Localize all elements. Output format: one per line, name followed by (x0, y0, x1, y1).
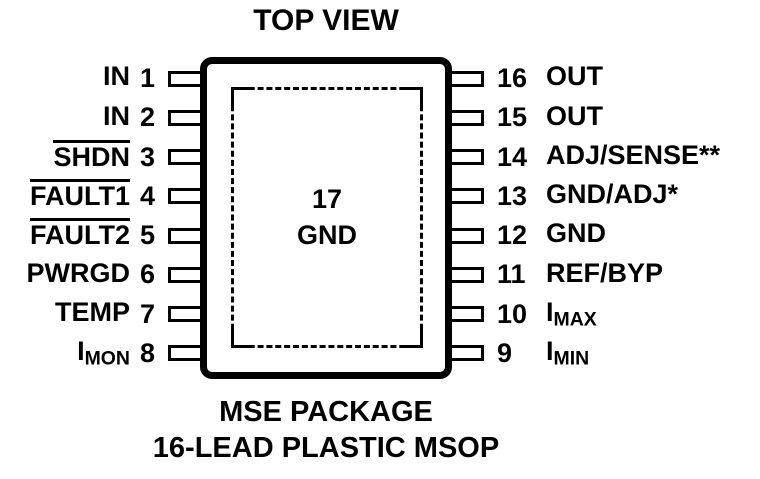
pin-number: 3 (139, 141, 155, 172)
pin-label: OUT (546, 61, 603, 92)
pin-number: 5 (139, 220, 155, 251)
pin-row: 12 GND (448, 216, 760, 255)
right-pin-column: 16 OUT 15 OUT 14 ADJ/SENSE** 13 GND/ADJ*… (448, 59, 760, 373)
pin-label: ADJ/SENSE** (546, 139, 721, 170)
pin-row: 14 ADJ/SENSE** (448, 138, 760, 177)
pin-row: TEMP 7 (0, 295, 204, 334)
pin-stub (168, 306, 204, 323)
pin-stub (168, 70, 204, 87)
pin-stub (448, 227, 484, 244)
pin-stub (168, 109, 204, 126)
pin-label: IN (102, 61, 130, 92)
pin-row: 9 IMIN (448, 334, 760, 373)
pin-label: REF/BYP (546, 257, 664, 288)
pin-number: 1 (139, 63, 155, 94)
pin-stub (168, 266, 204, 283)
pin-stub (168, 149, 204, 166)
pin-row: IN 1 (0, 59, 204, 98)
pad-corner-bracket (231, 328, 251, 348)
pin-label: GND/ADJ* (546, 179, 679, 210)
pin-number: 8 (139, 337, 155, 368)
pin-stub (448, 306, 484, 323)
pin-stub (448, 188, 484, 205)
pin-label: IN (102, 100, 130, 131)
pin-number: 12 (497, 220, 528, 251)
diagram-title: TOP VIEW (253, 4, 399, 37)
pin-stub (168, 227, 204, 244)
pin-row: FAULT1 4 (0, 177, 204, 216)
pin-row: SHDN 3 (0, 138, 204, 177)
pin-label: GND (546, 218, 606, 249)
pin-number: 14 (497, 141, 528, 172)
pin-number: 6 (139, 259, 155, 290)
pin-number: 2 (139, 102, 155, 133)
pin-row: FAULT2 5 (0, 216, 204, 255)
pin-label: FAULT1 (29, 179, 130, 212)
pin-stub (448, 109, 484, 126)
pin-label: OUT (546, 100, 603, 131)
pin-row: PWRGD 6 (0, 255, 204, 294)
pad-number: 17 (311, 184, 343, 215)
pad-corner-bracket (403, 87, 423, 107)
pad-text: 17 GND (234, 90, 420, 345)
pin-number: 10 (497, 298, 528, 329)
pin-number: 9 (497, 337, 513, 368)
pin-number: 4 (139, 180, 155, 211)
pin-label: FAULT2 (29, 218, 130, 251)
pin-row: IN 2 (0, 98, 204, 137)
pin-stub (448, 266, 484, 283)
pin-number: 16 (497, 63, 528, 94)
pin-row: 10 IMAX (448, 295, 760, 334)
chip-body: 17 GND (200, 57, 452, 379)
pad-corner-bracket (231, 87, 251, 107)
pin-label: IMIN (546, 336, 590, 370)
package-caption: MSE PACKAGE (219, 396, 433, 428)
pin-stub (448, 149, 484, 166)
pin-label: PWRGD (26, 257, 130, 288)
pin-number: 11 (497, 259, 526, 290)
pin-row: 11 REF/BYP (448, 255, 760, 294)
exposed-pad: 17 GND (231, 87, 423, 348)
pin-label: SHDN (53, 139, 130, 172)
pin-stub (448, 70, 484, 87)
pin-row: IMON 8 (0, 334, 204, 373)
pin-row: 15 OUT (448, 98, 760, 137)
pin-stub (448, 345, 484, 362)
pin-number: 15 (497, 102, 528, 133)
pad-corner-bracket (403, 328, 423, 348)
pin-number: 13 (497, 180, 528, 211)
pin-label: TEMP (54, 296, 130, 327)
pin-number: 7 (139, 298, 155, 329)
left-pin-column: IN 1 IN 2 SHDN 3 FAULT1 4 FAULT2 5 PWRGD… (0, 59, 204, 373)
pin-row: 16 OUT (448, 59, 760, 98)
pad-label: GND (297, 219, 357, 250)
lead-caption: 16-LEAD PLASTIC MSOP (152, 432, 500, 464)
pin-row: 13 GND/ADJ* (448, 177, 760, 216)
pin-label: IMON (77, 336, 130, 370)
pin-stub (168, 188, 204, 205)
pin-stub (168, 345, 204, 362)
pin-label: IMAX (546, 296, 597, 331)
